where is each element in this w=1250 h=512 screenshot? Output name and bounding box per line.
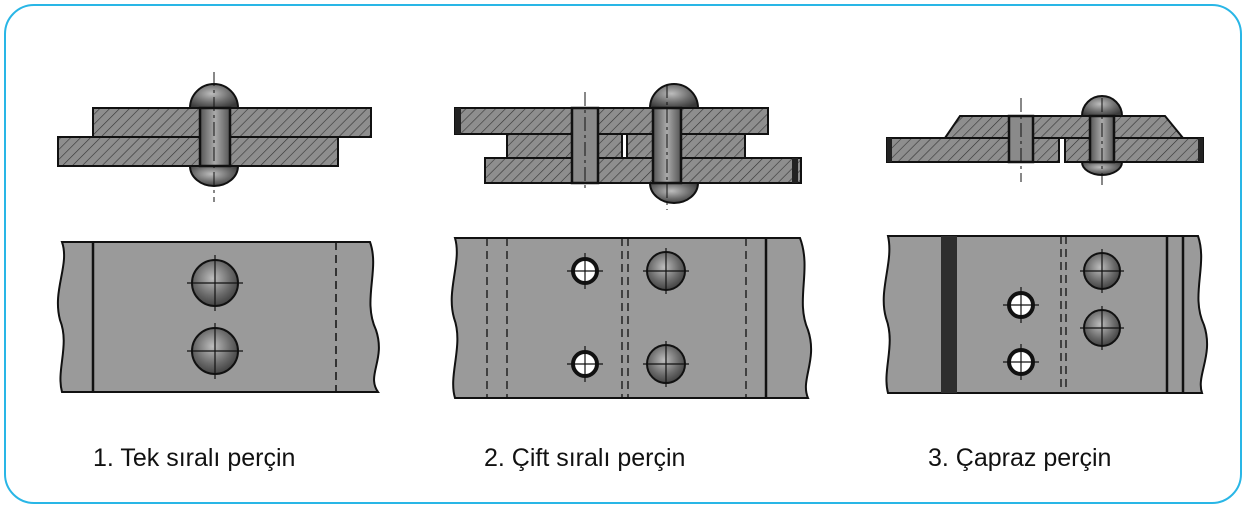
staggered-section (886, 95, 1204, 185)
base-plate-right (1064, 137, 1204, 163)
single-row-plan (56, 241, 380, 393)
plate-plan (56, 241, 380, 393)
caption-staggered: 3. Çapraz perçin (928, 444, 1112, 472)
lower-cover-plate (484, 157, 802, 184)
rivet-head-bottom (648, 182, 700, 204)
plate-plan (882, 235, 1209, 394)
plate-plan (450, 237, 813, 399)
lower-plate (57, 136, 339, 167)
upper-plate (92, 107, 372, 138)
single-row-section (57, 72, 372, 202)
rivet-head-top (648, 83, 700, 109)
middle-plate-left (506, 133, 623, 159)
cover-edge-left (941, 236, 957, 393)
caption-double-row: 2. Çift sıralı perçin (484, 444, 686, 472)
figure-frame (4, 4, 1242, 504)
cover-plate (943, 115, 1186, 139)
caption-single-row: 1. Tek sıralı perçin (93, 444, 296, 472)
rivet-shank (198, 106, 232, 168)
rivet-head-top (188, 83, 240, 109)
staggered-plan (882, 235, 1209, 394)
double-row-plan (450, 237, 813, 399)
middle-plate-right (626, 133, 746, 159)
upper-cover-plate (454, 107, 769, 135)
double-row-section (454, 83, 802, 210)
